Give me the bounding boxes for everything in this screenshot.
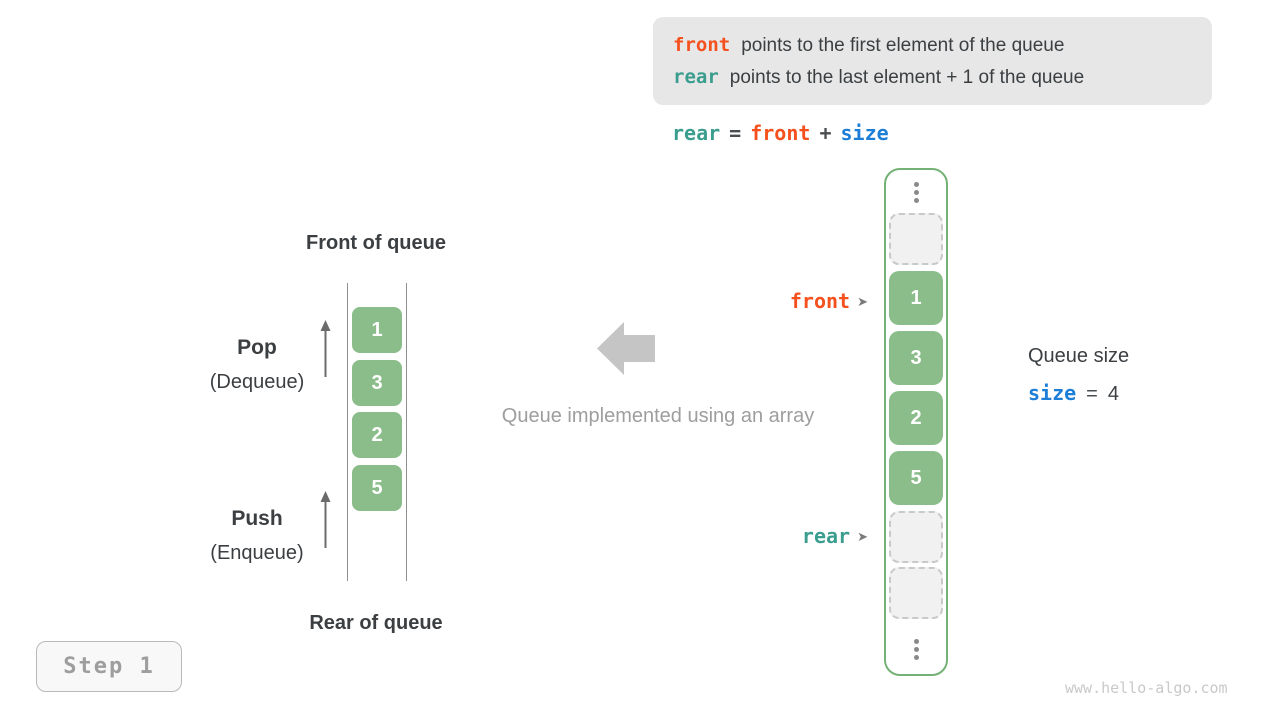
diagram-caption: Queue implemented using an array — [501, 405, 815, 427]
array-cell: 3 — [889, 331, 943, 385]
queue-cell: 2 — [352, 412, 402, 458]
push-direction-arrow-icon — [320, 491, 331, 548]
front-definition-text: points to the first element of the queue — [741, 34, 1065, 56]
queue-channel — [347, 283, 407, 581]
rear-definition-text: points to the last element + 1 of the qu… — [729, 66, 1085, 88]
array-empty-cell — [889, 511, 943, 563]
front-definition-line: front points to the first element of the… — [673, 32, 1192, 59]
rear-pointer-label: rear ➤ — [700, 523, 868, 549]
vertical-ellipsis-icon — [889, 639, 943, 660]
arrow-right-icon: ➤ — [857, 528, 868, 544]
rear-definition-line: rear points to the last element + 1 of t… — [673, 64, 1192, 91]
queue-cell: 3 — [352, 360, 402, 406]
front-pointer-label: front ➤ — [700, 288, 868, 314]
formula-size: size — [840, 121, 889, 145]
queue-size-formula: size = 4 — [1028, 381, 1119, 406]
queue-cell: 1 — [352, 307, 402, 353]
array-empty-cell — [889, 213, 943, 265]
size-equals: = — [1086, 383, 1098, 405]
array-cell: 1 — [889, 271, 943, 325]
formula-rear: rear — [672, 121, 721, 145]
left-block-arrow-icon — [597, 322, 655, 375]
array-empty-cell — [889, 567, 943, 619]
pop-label: Pop (Dequeue) — [162, 336, 352, 394]
rear-pointer-text: rear — [801, 524, 851, 548]
array-cell: 2 — [889, 391, 943, 445]
pop-title: Pop — [237, 336, 277, 359]
pop-subtitle: (Dequeue) — [209, 371, 305, 393]
watermark-text: www.hello-algo.com — [1065, 679, 1228, 697]
rear-of-queue-label: Rear of queue — [309, 612, 443, 634]
pop-direction-arrow-icon — [320, 320, 331, 377]
array-cell: 5 — [889, 451, 943, 505]
queue-cell: 5 — [352, 465, 402, 511]
size-value: 4 — [1107, 383, 1119, 405]
formula-front: front — [750, 121, 811, 145]
arrow-right-icon: ➤ — [857, 293, 868, 309]
pointer-definitions-box: front points to the first element of the… — [653, 17, 1212, 105]
formula-equals: = — [729, 121, 742, 145]
front-keyword: front — [673, 33, 731, 56]
queue-size-label: Queue size — [1028, 345, 1130, 367]
push-subtitle: (Enqueue) — [210, 542, 304, 564]
rear-formula: rear = front + size — [672, 121, 889, 145]
step-badge-text: Step 1 — [63, 654, 155, 679]
push-title: Push — [231, 507, 283, 530]
front-pointer-text: front — [789, 289, 851, 313]
formula-plus: + — [819, 121, 832, 145]
push-label: Push (Enqueue) — [162, 507, 352, 565]
front-of-queue-label: Front of queue — [306, 232, 446, 254]
vertical-ellipsis-icon — [889, 182, 943, 203]
rear-keyword: rear — [673, 65, 719, 88]
step-badge: Step 1 — [36, 641, 182, 692]
size-keyword: size — [1028, 381, 1077, 405]
